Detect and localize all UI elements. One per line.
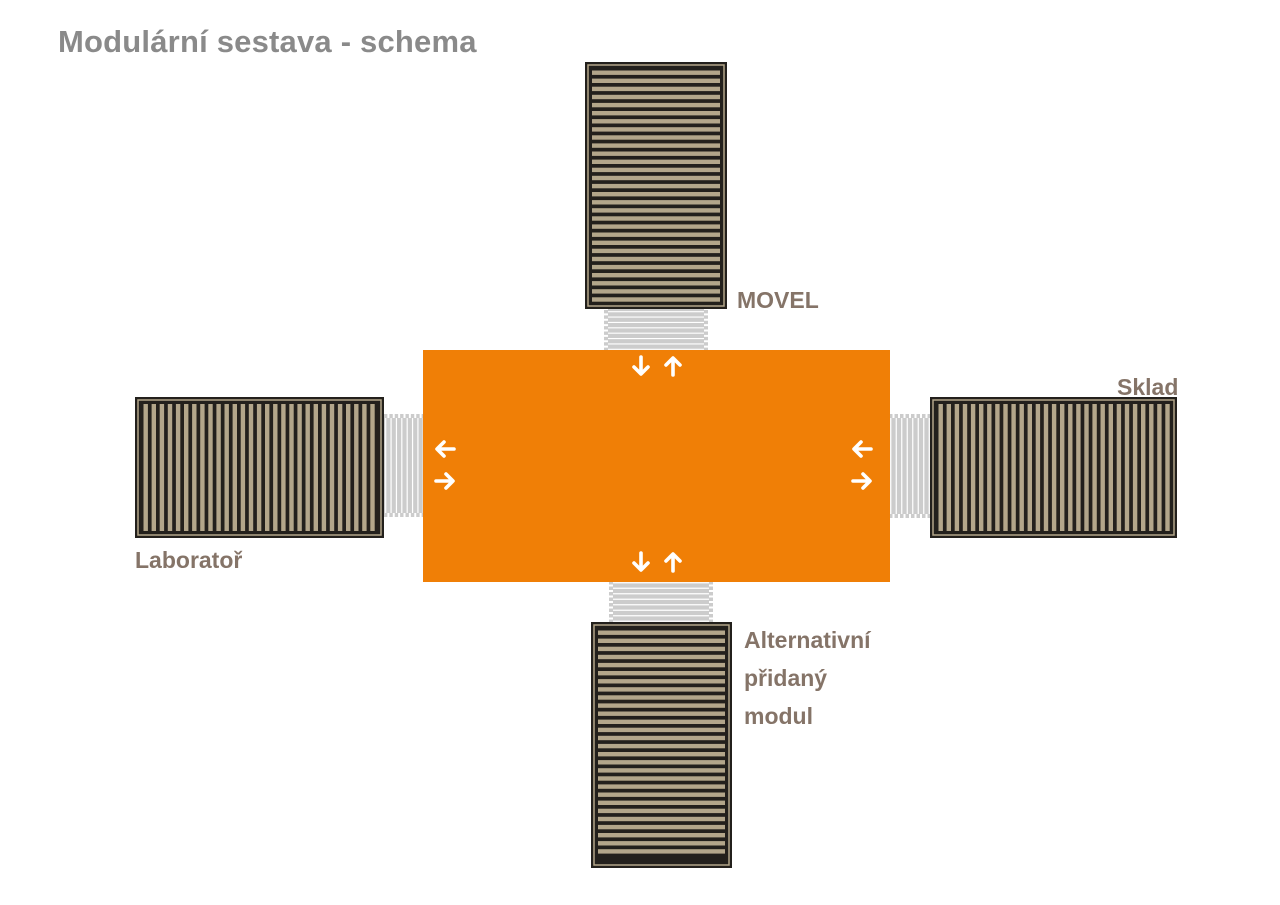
central-hub: [423, 350, 890, 582]
arrow-right-icon: [434, 472, 455, 490]
connector-right: [888, 414, 932, 518]
arrow-left-icon: [852, 440, 873, 458]
connector-left: [383, 414, 426, 517]
connector-top: [604, 309, 708, 352]
module-label-movel: MOVEL: [737, 287, 819, 313]
arrow-down-icon: [632, 551, 650, 572]
module-label-sklad: Sklad: [1117, 374, 1179, 400]
arrow-right-icon: [851, 472, 872, 490]
arrow-up-icon: [664, 356, 682, 377]
module-label-alternative-line-1: Alternativní: [744, 627, 871, 653]
module-sklad: [930, 397, 1177, 538]
module-movel: [585, 62, 727, 309]
module-label-alternative-line-2: přidaný: [744, 665, 828, 691]
module-label-alternative: Alternativní přidaný modul: [744, 621, 871, 735]
arrow-up-icon: [664, 552, 682, 573]
arrow-left-icon: [435, 440, 456, 458]
module-label-alternative-line-3: modul: [744, 703, 813, 729]
module-alternative: [591, 622, 732, 868]
page-title: Modulární sestava - schema: [58, 24, 477, 59]
module-label-laboratory: Laboratoř: [135, 547, 243, 573]
connector-bottom: [609, 580, 713, 624]
module-laboratory: [135, 397, 384, 538]
arrow-down-icon: [632, 355, 650, 376]
